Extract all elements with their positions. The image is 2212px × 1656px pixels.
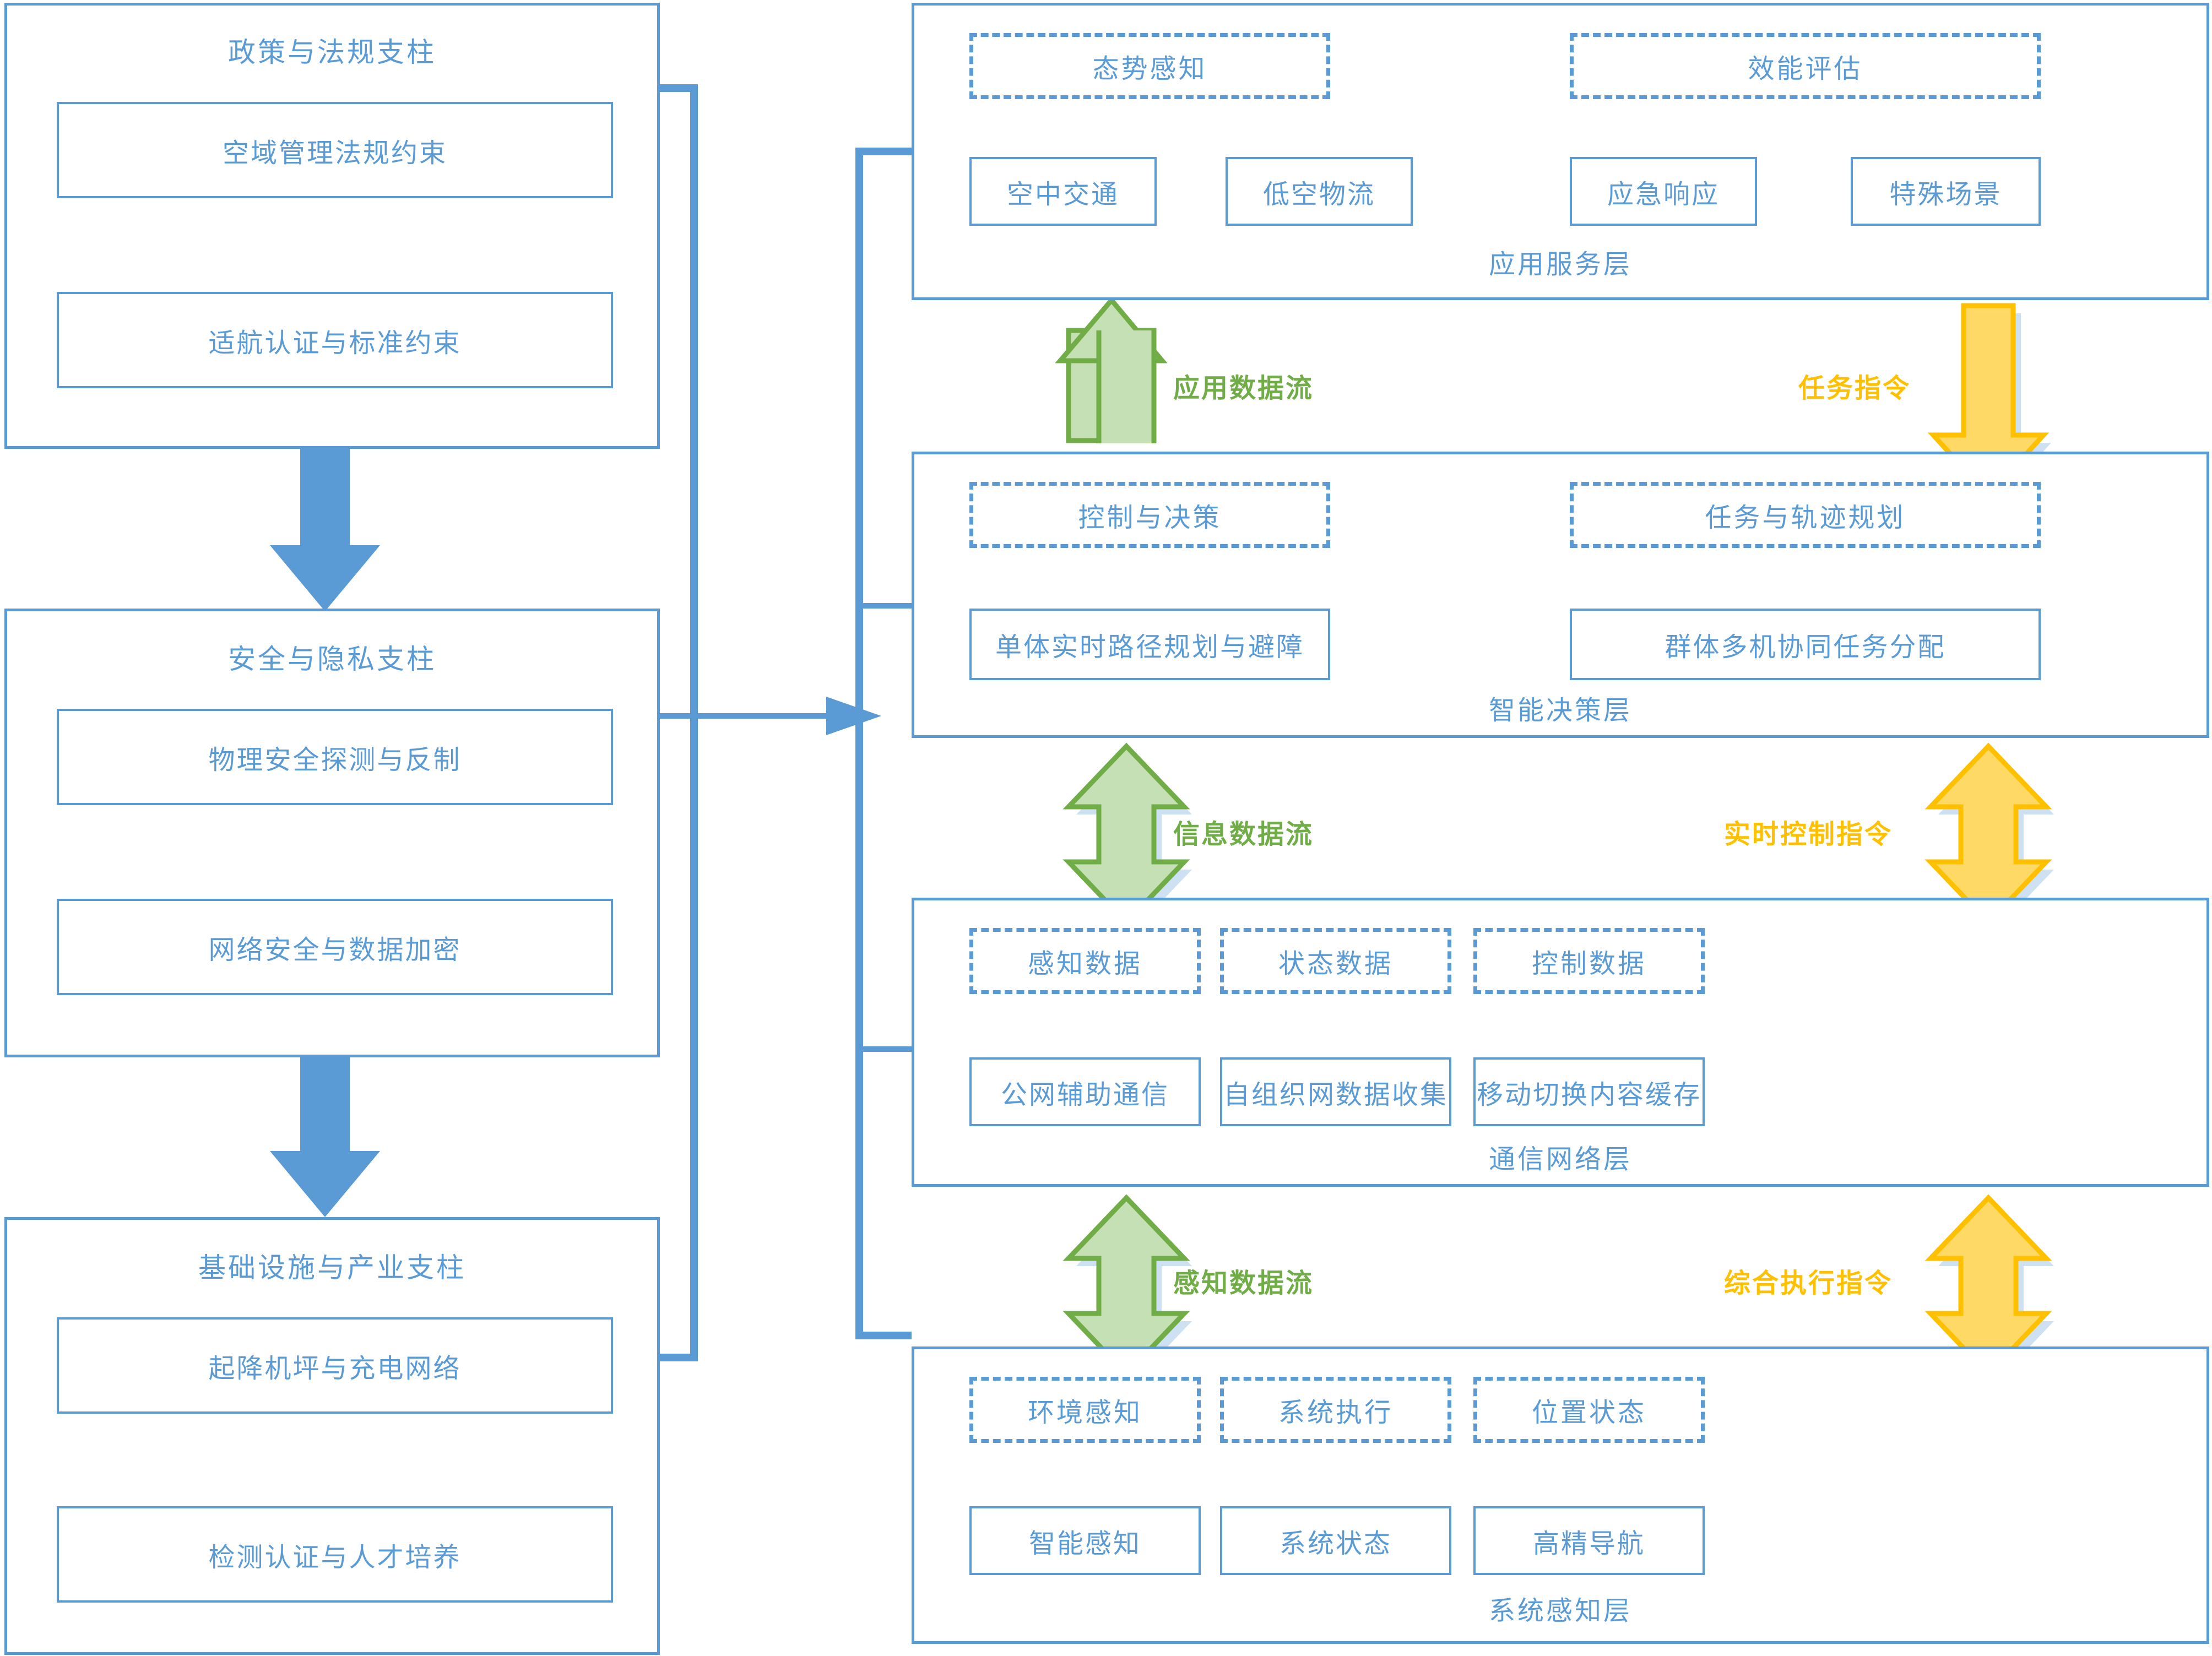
layer1-item-low-altitude-logistics[interactable]: 低空物流 xyxy=(1226,157,1413,226)
layer3-item-adhoc-data-collection[interactable]: 自组织网数据收集 xyxy=(1220,1057,1451,1126)
flow-arrow-up-1 xyxy=(1055,296,1168,443)
pillar-infrastructure: 基础设施与产业支柱 起降机坪与充电网络 检测认证与人才培养 xyxy=(4,1217,660,1655)
flow-label-sensing-data-stream: 感知数据流 xyxy=(1173,1268,1314,1299)
layer-application-service: 态势感知 效能评估 空中交通 低空物流 应急响应 特殊场景 应用服务层 xyxy=(912,3,2209,300)
layer2-dashed-task-trajectory[interactable]: 任务与轨迹规划 xyxy=(1570,482,2041,548)
right-bracket xyxy=(855,148,912,1339)
layer3-dashed-status-data[interactable]: 状态数据 xyxy=(1220,928,1451,994)
left-to-right-arrowhead xyxy=(826,697,881,735)
layer4-dashed-system-execution[interactable]: 系统执行 xyxy=(1220,1377,1451,1443)
pillar-title-infrastructure: 基础设施与产业支柱 xyxy=(198,1252,466,1284)
pillar-down-arrow-2 xyxy=(270,1030,380,1217)
flow-label-realtime-control: 实时控制指令 xyxy=(1724,819,1893,850)
flow-label-comprehensive-exec: 综合执行指令 xyxy=(1724,1268,1893,1299)
layer1-label: 应用服务层 xyxy=(1488,249,1632,280)
layer4-item-high-precision-nav[interactable]: 高精导航 xyxy=(1473,1506,1705,1575)
pillar-item-airworthiness-cert[interactable]: 适航认证与标准约束 xyxy=(57,292,613,388)
pillar-policy: 政策与法规支柱 空域管理法规约束 适航认证与标准约束 xyxy=(4,3,660,449)
pillar-item-network-security[interactable]: 网络安全与数据加密 xyxy=(57,899,613,995)
layer4-label: 系统感知层 xyxy=(1488,1595,1632,1626)
layer3-item-public-network-comm[interactable]: 公网辅助通信 xyxy=(969,1057,1201,1126)
layer-communication-network: 感知数据 状态数据 控制数据 公网辅助通信 自组织网数据收集 移动切换内容缓存 … xyxy=(912,898,2209,1187)
flow-label-info-data-stream: 信息数据流 xyxy=(1173,819,1314,850)
layer3-dashed-control-data[interactable]: 控制数据 xyxy=(1473,928,1705,994)
layer3-item-mobile-handover-cache[interactable]: 移动切换内容缓存 xyxy=(1473,1057,1705,1126)
layer3-label: 通信网络层 xyxy=(1488,1144,1632,1175)
pillar-title-policy: 政策与法规支柱 xyxy=(228,36,436,68)
pillar-security: 安全与隐私支柱 物理安全探测与反制 网络安全与数据加密 xyxy=(4,609,660,1057)
layer4-dashed-position-status[interactable]: 位置状态 xyxy=(1473,1377,1705,1443)
left-bracket xyxy=(650,84,837,1361)
layer3-dashed-sensing-data[interactable]: 感知数据 xyxy=(969,928,1201,994)
layer2-label: 智能决策层 xyxy=(1488,695,1632,726)
pillar-item-airspace-regulation[interactable]: 空域管理法规约束 xyxy=(57,102,613,198)
layer-system-perception: 环境感知 系统执行 位置状态 智能感知 系统状态 高精导航 系统感知层 xyxy=(912,1346,2209,1644)
flow-label-task-command: 任务指令 xyxy=(1798,373,1911,404)
pillar-item-physical-security[interactable]: 物理安全探测与反制 xyxy=(57,709,613,805)
layer-intelligent-decision: 控制与决策 任务与轨迹规划 单体实时路径规划与避障 群体多机协同任务分配 智能决… xyxy=(912,452,2209,738)
layer2-dashed-control-decision[interactable]: 控制与决策 xyxy=(969,482,1330,548)
layer1-item-special-scenario[interactable]: 特殊场景 xyxy=(1851,157,2041,226)
pillar-item-testing-talent[interactable]: 检测认证与人才培养 xyxy=(57,1506,613,1603)
layer1-item-emergency-response[interactable]: 应急响应 xyxy=(1570,157,1757,226)
layer4-dashed-environment-perception[interactable]: 环境感知 xyxy=(969,1377,1201,1443)
pillar-title-security: 安全与隐私支柱 xyxy=(228,643,436,675)
layer1-dashed-situation-awareness[interactable]: 态势感知 xyxy=(969,33,1330,99)
layer2-item-swarm-task-allocation[interactable]: 群体多机协同任务分配 xyxy=(1570,609,2041,680)
layer2-item-single-path-planning[interactable]: 单体实时路径规划与避障 xyxy=(969,609,1330,680)
layer1-dashed-performance-eval[interactable]: 效能评估 xyxy=(1570,33,2041,99)
pillar-item-vertiport-charging[interactable]: 起降机坪与充电网络 xyxy=(57,1317,613,1414)
layer4-item-system-status[interactable]: 系统状态 xyxy=(1220,1506,1451,1575)
flow-label-app-data-stream: 应用数据流 xyxy=(1173,373,1314,404)
layer1-item-air-traffic[interactable]: 空中交通 xyxy=(969,157,1157,226)
layer4-item-intelligent-perception[interactable]: 智能感知 xyxy=(969,1506,1201,1575)
